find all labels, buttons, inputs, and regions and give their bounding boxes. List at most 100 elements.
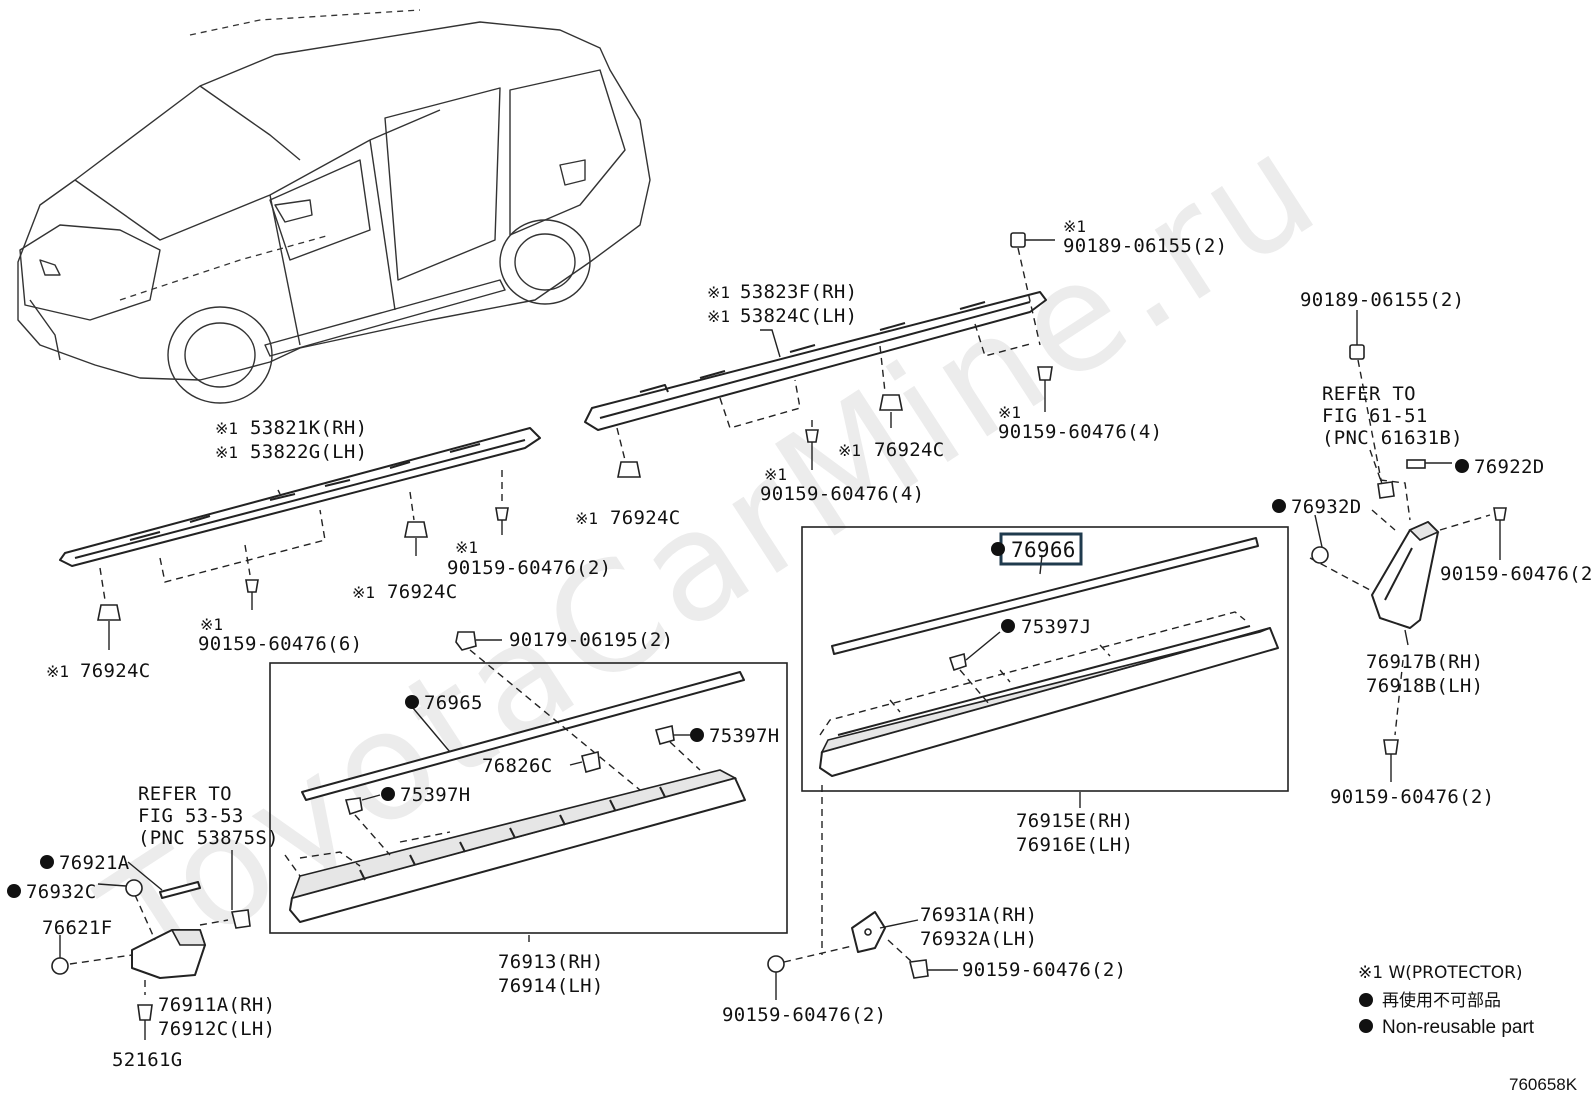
protector-mark: ※1	[707, 307, 730, 326]
refer-left-line3: (PNC 53875S)	[138, 827, 279, 849]
protector-mark: ※1	[575, 509, 598, 528]
protector-mark: ※1	[215, 443, 238, 462]
part-76931a-bracket[interactable]	[851, 911, 919, 953]
label-76912c: 76912C(LH)	[158, 1018, 275, 1040]
protector-mark: ※1	[455, 538, 478, 557]
clip-52161g	[137, 1004, 153, 1040]
label-53821k: 53821K(RH)	[250, 417, 367, 439]
label-76924c-low: 76924C	[387, 581, 457, 603]
label-76621f: 76621F	[42, 917, 112, 939]
clip-75397h-right	[655, 725, 701, 771]
clip-90179	[455, 631, 641, 791]
screw-90159-bottom	[767, 785, 853, 1000]
clip-76932d	[1311, 514, 1329, 564]
clip-76932c	[97, 879, 143, 897]
clip-75397j	[948, 631, 1001, 706]
non-reusable-dot	[690, 728, 704, 742]
part-76915e-garnish[interactable]	[819, 611, 1279, 777]
non-reusable-dot	[7, 884, 21, 898]
part-76913-garnish[interactable]	[284, 769, 746, 923]
clip-76921a	[127, 861, 201, 899]
clip-76924c-mid	[879, 394, 903, 428]
clip-76922d	[1406, 459, 1452, 469]
label-76966: 76966	[1011, 538, 1076, 562]
part-76966-strip[interactable]	[831, 537, 1259, 655]
label-76924c-left: 76924C	[80, 660, 150, 682]
clip-76924c-left	[97, 604, 121, 650]
clip-76826c	[569, 751, 601, 773]
label-90159-2a: 90159-60476(2)	[447, 557, 611, 579]
clip-90189-right	[1349, 310, 1365, 360]
non-reusable-dot	[40, 855, 54, 869]
non-reusable-dot	[1272, 499, 1286, 513]
label-76932c: 76932C	[26, 881, 96, 903]
label-90159-2d: 90159-60476(2)	[962, 959, 1126, 981]
legend-en-text: Non-reusable part	[1382, 1017, 1535, 1038]
protector-mark: ※1	[1063, 217, 1086, 236]
label-90159-2b: 90159-60476(2)	[1440, 563, 1592, 585]
clip-75397h-left	[344, 794, 391, 856]
legend-jp-text: 再使用不可部品	[1382, 990, 1501, 1011]
label-76931a: 76931A(RH)	[920, 904, 1037, 926]
part-76917b-mudguard[interactable]	[1309, 359, 1491, 736]
clip-90189-top	[1010, 232, 1055, 346]
protector-mark: ※1	[46, 662, 69, 681]
label-75397h-left: 75397H	[400, 784, 470, 806]
label-52161g: 52161G	[112, 1049, 182, 1071]
label-90159-4a: 90159-60476(4)	[998, 421, 1162, 443]
protector-mark: ※1	[215, 419, 238, 438]
leader-76965	[412, 707, 451, 753]
screw-90159-mid	[805, 420, 819, 470]
clip-refer-right	[1369, 449, 1395, 499]
screw-90159-bottom-right	[1383, 739, 1399, 782]
protector-mark: ※1	[838, 441, 861, 460]
legend-protector: ※1 W(PROTECTOR)	[1358, 963, 1523, 983]
label-90189-top: 90189-06155(2)	[1063, 235, 1227, 257]
label-90159-2c: 90159-60476(2)	[1330, 786, 1494, 808]
protector-mark: ※1	[707, 283, 730, 302]
label-76918b: 76918B(LH)	[1366, 675, 1483, 697]
part-76911a-mudguard[interactable]	[69, 894, 229, 995]
part-53823f-molding[interactable]	[584, 291, 1047, 461]
label-76932a: 76932A(LH)	[920, 928, 1037, 950]
label-76922d: 76922D	[1474, 456, 1544, 478]
protector-mark: ※1	[998, 403, 1021, 422]
screw-90159-six	[245, 579, 259, 610]
label-53823f: 53823F(RH)	[740, 281, 857, 303]
protector-mark: ※1	[200, 615, 223, 634]
label-76826c: 76826C	[482, 755, 552, 777]
label-53824c: 53824C(LH)	[740, 305, 857, 327]
label-76916e: 76916E(LH)	[1016, 834, 1133, 856]
label-76915e: 76915E(RH)	[1016, 810, 1133, 832]
frame-76913	[269, 662, 788, 934]
non-reusable-dot	[1001, 619, 1015, 633]
figure-code: 760658K	[1509, 1075, 1578, 1094]
label-76932d: 76932D	[1291, 496, 1361, 518]
label-76913: 76913(RH)	[498, 951, 604, 973]
label-90179: 90179-06195(2)	[509, 629, 673, 651]
part-53821k-molding[interactable]	[59, 427, 541, 601]
refer-left-line2: FIG 53-53	[138, 805, 244, 827]
label-75397j: 75397J	[1021, 616, 1091, 638]
label-90159-2e: 90159-60476(2)	[722, 1004, 886, 1026]
legend: ※1 W(PROTECTOR) 再使用不可部品 Non-reusable par…	[1358, 963, 1535, 1038]
label-75397h-right: 75397H	[709, 725, 779, 747]
screw-90159-upper-right	[1037, 366, 1053, 412]
clip-76924c-low	[404, 521, 428, 556]
non-reusable-dot	[991, 542, 1005, 556]
part-76965-strip[interactable]	[301, 671, 745, 801]
screw-90159-lower-right	[495, 470, 509, 535]
vehicle-illustration	[17, 9, 651, 404]
screw-90159-bracket	[887, 939, 958, 979]
clip-76924c-upper-left	[617, 461, 641, 478]
label-76911a: 76911A(RH)	[158, 994, 275, 1016]
refer-right-line1: REFER TO	[1322, 383, 1416, 405]
non-reusable-dot	[381, 787, 395, 801]
screw-76621f	[51, 935, 69, 975]
non-reusable-dot	[405, 695, 419, 709]
label-76917b: 76917B(RH)	[1366, 651, 1483, 673]
protector-mark: ※1	[764, 465, 787, 484]
refer-right-line2: FIG 61-51	[1322, 405, 1428, 427]
